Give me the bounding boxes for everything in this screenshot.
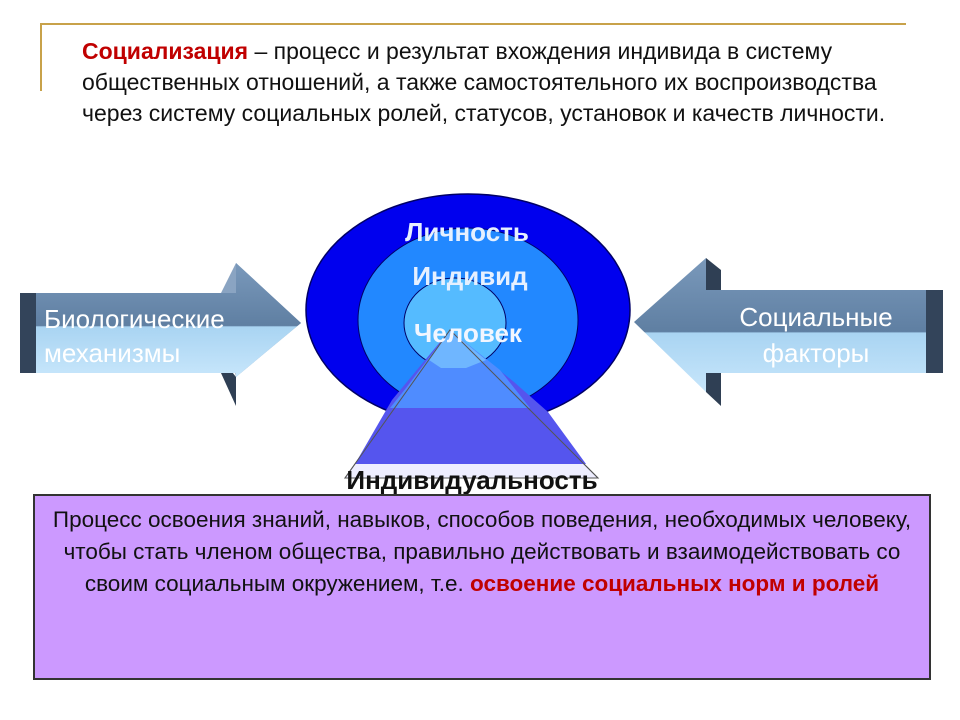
cone-label-individuality: Индивидуальность (346, 465, 597, 495)
cone-middle-band (390, 330, 530, 408)
definition-paragraph: Социализация – процесс и результат вхожд… (82, 36, 922, 129)
frame-top-line (40, 23, 906, 25)
ring-label-individual: Индивид (412, 261, 528, 291)
left-arrow-line1: Биологические (44, 304, 225, 334)
frame-left-line (40, 23, 42, 91)
rings: Личность Индивид Человек (305, 193, 631, 479)
left-arrow: Биологические механизмы (20, 263, 301, 406)
cone-inner-band (429, 330, 486, 368)
right-arrow: Социальные факторы (634, 258, 943, 406)
definition-text: – процесс и результат вхождения индивида… (82, 38, 886, 126)
left-arrow-line2: механизмы (44, 338, 180, 368)
ring-label-personality: Личность (405, 217, 529, 247)
right-arrow-line1: Социальные (739, 302, 892, 332)
process-description-box: Процесс освоения знаний, навыков, способ… (33, 494, 931, 680)
process-accent: освоение социальных норм и ролей (470, 571, 880, 596)
ring-label-human: Человек (414, 318, 523, 348)
definition-term: Социализация (82, 38, 249, 64)
right-arrow-line2: факторы (763, 338, 870, 368)
process-text: Процесс освоения знаний, навыков, способ… (52, 507, 912, 596)
